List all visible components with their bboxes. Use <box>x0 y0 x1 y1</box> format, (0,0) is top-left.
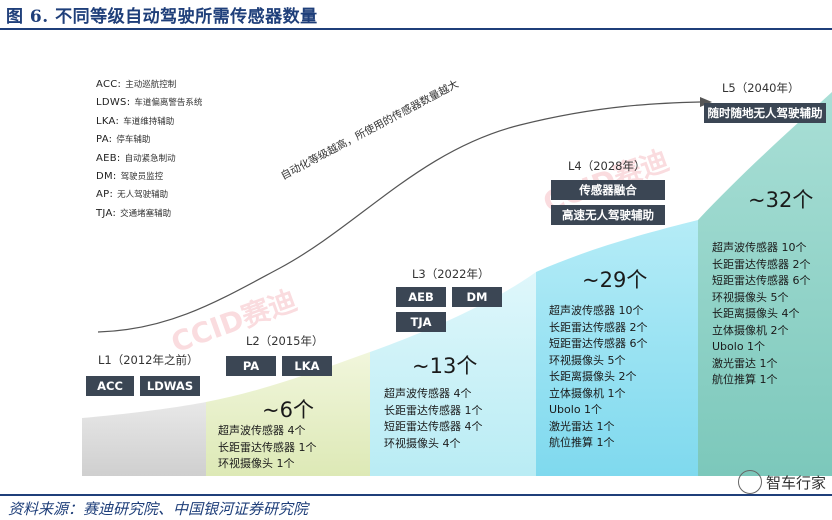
tag-lka: LKA <box>282 356 332 376</box>
l2-label: L2（2015年） <box>246 334 324 348</box>
tag-sensor-fusion: 传感器融合 <box>551 180 665 200</box>
sensor-item: 长距雷达传感器 2个 <box>549 320 648 334</box>
stage-l2-shape <box>206 352 370 476</box>
stage-l5-shape <box>698 92 832 476</box>
l4-total: ~29个 <box>582 268 648 292</box>
sensor-item: 长距雷达传感器 2个 <box>712 257 811 271</box>
l5-sensor-list: 超声波传感器 10个 长距雷达传感器 2个 短距雷达传感器 6个 环视摄像头 5… <box>712 240 811 389</box>
bottom-rule <box>0 494 832 496</box>
sensor-item: 环视摄像头 4个 <box>384 436 461 450</box>
tag-dm: DM <box>452 287 502 307</box>
l3-label: L3（2022年） <box>412 267 490 281</box>
sensor-item: 短距雷达传感器 6个 <box>712 274 811 287</box>
top-rule <box>0 28 832 30</box>
sensor-item: 激光雷达 1个 <box>549 419 615 433</box>
l4-sensor-list: 超声波传感器 10个 长距雷达传感器 2个 短距雷达传感器 6个 环视摄像头 5… <box>549 303 648 452</box>
tag-ldwas: LDWAS <box>140 376 200 396</box>
legend-item: LDWS:车道偏离警告系统 <box>96 97 203 109</box>
sensor-item: 超声波传感器 4个 <box>384 387 472 400</box>
tag-aeb: AEB <box>396 287 446 307</box>
sensor-item: 立体摄像机 1个 <box>549 386 626 400</box>
sensor-item: 长距离摄像头 2个 <box>549 370 637 383</box>
legend-item: LKA:车道维持辅助 <box>96 115 175 127</box>
sensor-item: 环视摄像头 5个 <box>549 353 626 367</box>
trend-arrowhead <box>700 97 712 107</box>
stage-l3-shape <box>370 272 536 476</box>
tag-acc: ACC <box>86 376 134 396</box>
l2-sensor-list: 超声波传感器 4个 长距雷达传感器 1个 环视摄像头 1个 <box>218 423 317 473</box>
tag-pa: PA <box>226 356 276 376</box>
trend-curve <box>97 101 701 333</box>
legend-item: PA:停车辅助 <box>96 134 151 146</box>
l5-label: L5（2040年） <box>722 81 800 95</box>
sensor-item: 激光雷达 1个 <box>712 356 778 370</box>
sensor-item: Ubolo 1个 <box>549 403 603 416</box>
sensor-item: 环视摄像头 5个 <box>712 290 789 304</box>
sensor-item: Ubolo 1个 <box>712 340 766 353</box>
sensor-item: 短距雷达传感器 4个 <box>384 420 483 433</box>
legend-item: DM:驾驶员监控 <box>96 171 164 183</box>
tag-anywhere-autopilot: 随时随地无人驾驶辅助 <box>704 103 826 123</box>
l5-total: ~32个 <box>748 188 814 212</box>
l3-sensor-list: 超声波传感器 4个 长距雷达传感器 1个 短距雷达传感器 4个 环视摄像头 4个 <box>384 386 483 452</box>
sensor-item: 长距雷达传感器 1个 <box>218 440 317 454</box>
sensor-item: 短距雷达传感器 6个 <box>549 337 648 350</box>
legend-item: TJA:交通堵塞辅助 <box>96 207 172 219</box>
sensor-item: 超声波传感器 10个 <box>712 241 807 254</box>
legend-item: AEB:自动紧急制动 <box>96 152 176 164</box>
l4-label: L4（2028年） <box>568 159 646 173</box>
sensor-item: 长距雷达传感器 1个 <box>384 403 483 417</box>
legend-item: ACC:主动巡航控制 <box>96 79 177 90</box>
sensor-item: 超声波传感器 10个 <box>549 304 644 317</box>
wechat-badge: 智车行家 <box>737 470 826 494</box>
l2-total: ~6个 <box>262 398 314 422</box>
sensor-item: 长距离摄像头 4个 <box>712 307 800 320</box>
stage-diagram <box>82 92 832 476</box>
tag-highway-autopilot: 高速无人驾驶辅助 <box>551 205 665 225</box>
tag-tja: TJA <box>396 312 446 332</box>
l1-label: L1（2012年之前） <box>98 353 199 367</box>
source-note: 资料来源：赛迪研究院、中国银河证券研究院 <box>8 500 309 518</box>
sensor-item: 环视摄像头 1个 <box>218 457 295 470</box>
sensor-item: 立体摄像机 2个 <box>712 323 789 337</box>
sensor-item: 航位推算 1个 <box>549 436 615 449</box>
figure-title: 图 6. 不同等级自动驾驶所需传感器数量 <box>6 7 318 27</box>
l3-total: ~13个 <box>412 354 478 378</box>
stage-l1-shape <box>82 402 206 476</box>
stage-l4-shape <box>536 220 698 476</box>
abbreviation-legend: ACC:主动巡航控制 LDWS:车道偏离警告系统 LKA:车道维持辅助 PA:停… <box>96 76 202 223</box>
sensor-item: 航位推算 1个 <box>712 373 778 386</box>
legend-item: AP:无人驾驶辅助 <box>96 189 169 201</box>
wechat-label: 智车行家 <box>765 473 826 492</box>
wechat-icon <box>737 470 762 494</box>
sensor-item: 超声波传感器 4个 <box>218 424 306 437</box>
